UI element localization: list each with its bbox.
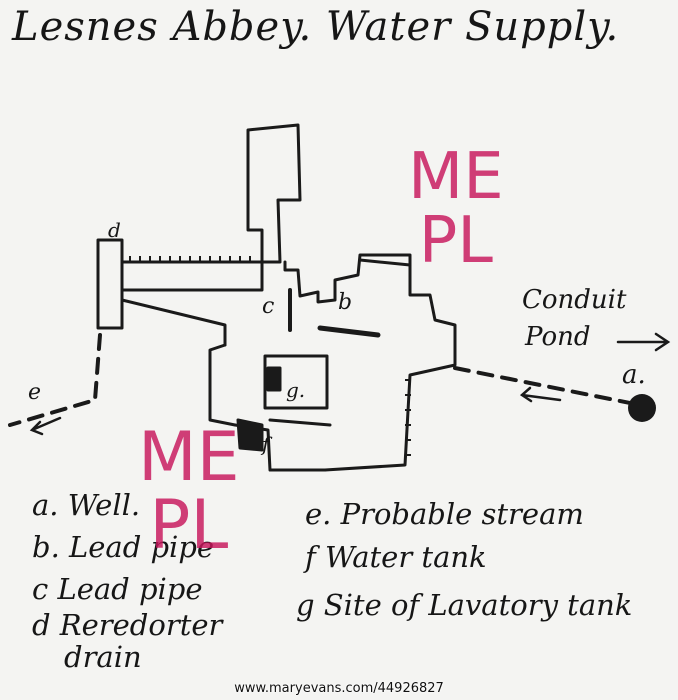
flow-arrow-west	[29, 416, 62, 436]
footer-credit: www.maryevans.com/44926827	[234, 681, 444, 696]
plan-label-b: b	[338, 290, 353, 315]
legend-item-e: e. Probable stream	[305, 497, 584, 531]
plan-wall-north-range	[120, 260, 264, 292]
plan-wall-south-range	[120, 298, 227, 347]
plan-label-a: a.	[622, 360, 646, 390]
watermark-bottom: ME PL	[138, 424, 240, 560]
plan-wall-inner-east	[358, 258, 412, 267]
plan-wall-west-end	[96, 238, 124, 330]
watermark-top: ME PL	[408, 145, 504, 273]
plan-well-a	[628, 394, 656, 422]
flow-arrow-east	[519, 386, 562, 403]
legend-item-d: d Reredorter	[32, 608, 223, 642]
legend-item-d-cont: drain	[64, 640, 142, 674]
legend-item-c: c Lead pipe	[32, 572, 203, 606]
plan-label-e: e	[28, 380, 42, 405]
plan-label-g: g.	[286, 378, 306, 402]
plan-pipe-b	[453, 366, 642, 407]
conduit-arrow	[616, 332, 671, 352]
legend-item-g: g Site of Lavatory tank	[296, 588, 633, 622]
legend-item-b: b. Lead pipe	[32, 530, 215, 564]
plan-wall-east-range	[283, 253, 457, 472]
plan-label-f: f	[262, 432, 270, 456]
diagram-title: Lesnes Abbey. Water Supply.	[12, 4, 620, 50]
watermark-top-line2: PL	[418, 204, 493, 278]
plan-wall-cloister-west	[208, 343, 237, 427]
pond-label: Pond	[525, 322, 591, 352]
conduit-label: Conduit	[522, 285, 627, 315]
plan-stream-e	[8, 333, 102, 427]
plan-wall-tower	[246, 123, 302, 264]
plan-label-c: c	[262, 294, 275, 319]
legend-item-a: a. Well.	[32, 488, 141, 522]
watermark-top-line1: ME	[408, 140, 504, 214]
legend-item-f: f Water tank	[305, 540, 487, 574]
watermark-bottom-line2: PL	[149, 486, 229, 565]
plan-lavatory-tank	[263, 354, 329, 410]
watermark-bottom-line1: ME	[138, 418, 240, 497]
plan-label-d: d	[108, 218, 121, 242]
plan-water-tank	[236, 418, 264, 452]
